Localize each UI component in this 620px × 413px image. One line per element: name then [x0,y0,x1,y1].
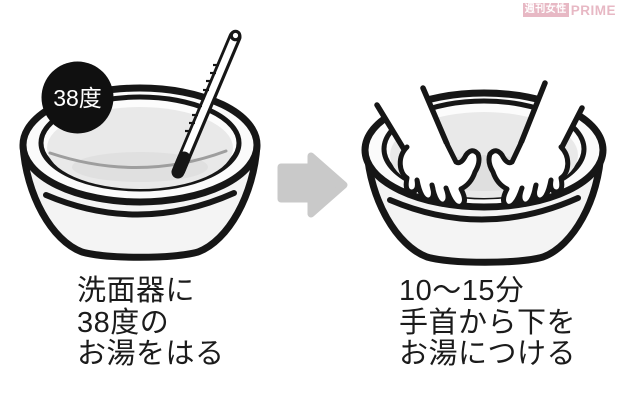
caption-line: 38度の [77,306,170,339]
arrow-right-icon [277,152,348,218]
caption-line: お湯につける [399,338,577,370]
temperature-badge-label: 38度 [53,85,102,111]
watermark-logo: 週刊女性 PRIME [522,2,616,18]
left-hand-icon [397,141,482,209]
temperature-badge: 38度 [41,61,114,134]
watermark-prime-label: PRIME [570,2,616,18]
thermometer-icon [171,29,242,179]
caption-line: 洗面器に [77,275,196,307]
caption-line: 10〜15分 [399,275,525,307]
step1-caption: 洗面器に 38度の お湯をはる [77,275,225,371]
caption-line: 手首から下を [399,306,577,339]
hands-icon [374,80,585,209]
washbasin-hands-illustration [361,80,607,266]
left-forearm-icon [374,85,450,154]
right-hand-icon [486,140,571,209]
step2-caption: 10〜15分 手首から下を お湯につける [399,275,577,371]
caption-line: お湯をはる [77,338,225,370]
washbasin-thermometer-illustration: 38度 [19,29,261,261]
watermark-jp-label: 週刊女性 [522,3,569,17]
right-forearm-icon [518,80,585,152]
